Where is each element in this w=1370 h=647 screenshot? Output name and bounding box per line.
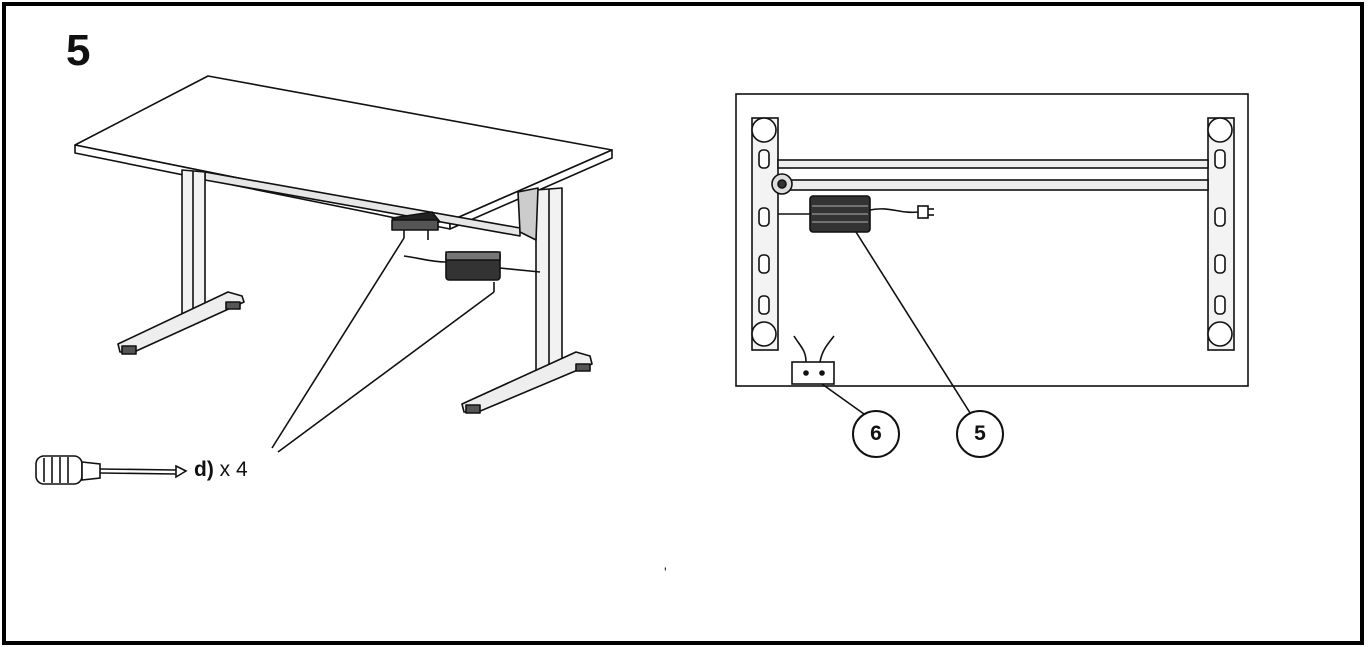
part-quantity: x 4: [219, 458, 248, 481]
desk-perspective-illustration: [74, 75, 613, 453]
callout-6: 6: [852, 410, 900, 458]
callout-5: 5: [956, 410, 1004, 458]
screwdriver-icon: [35, 455, 188, 485]
screw-instruction: d) x 4: [194, 458, 248, 482]
part-letter: d): [194, 458, 214, 481]
underside-view-illustration: [735, 93, 1249, 417]
step-number: 5: [66, 26, 91, 75]
stray-mark: ': [664, 564, 667, 580]
